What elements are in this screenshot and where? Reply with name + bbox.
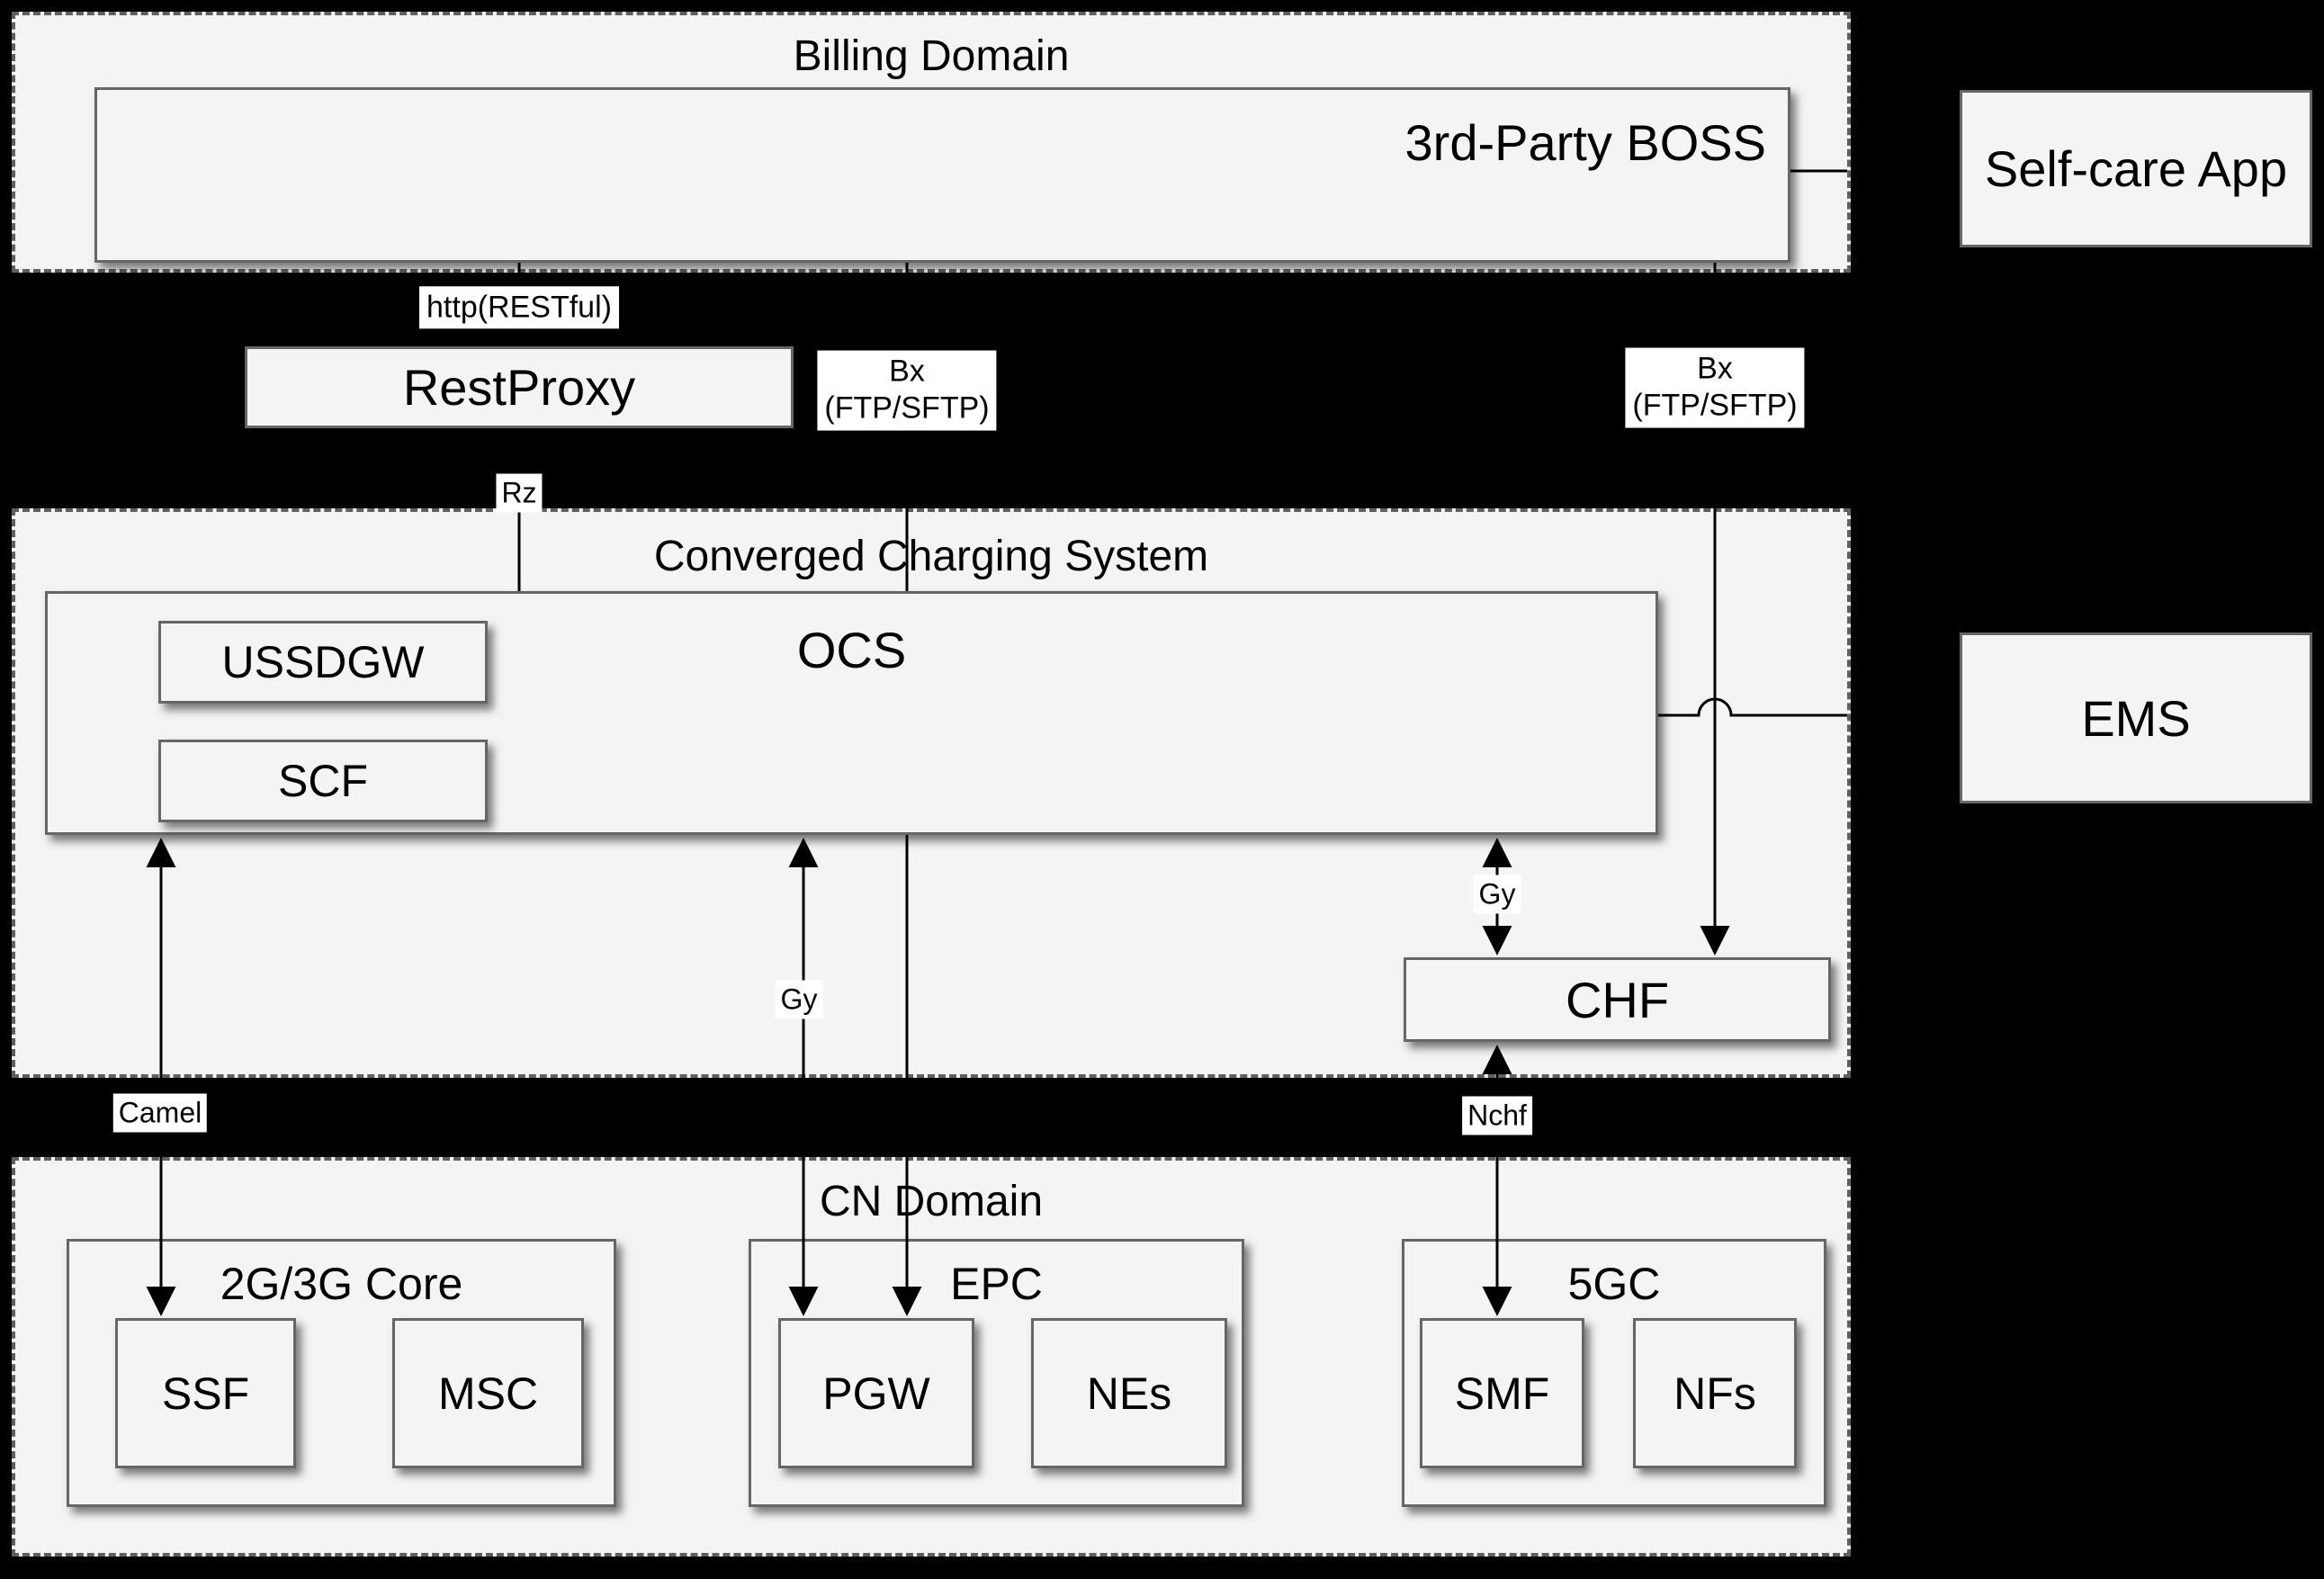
gy-mid-edge-label: Gy [775,980,823,1019]
billing-domain-title: Billing Domain [793,32,1070,80]
bx-left-line1: Bx [889,354,925,389]
rz-edge-label: Rz [496,473,543,513]
ems-label: EMS [2081,689,2191,747]
epc-group-title: EPC [950,1259,1043,1309]
ussdgw-label: USSDGW [221,637,425,687]
scf-label: SCF [278,756,368,806]
nchf-edge-label: Nchf [1462,1096,1532,1135]
restproxy-node: RestProxy [245,346,794,428]
http-restful-edge-label: http(RESTful) [419,286,619,329]
converged-charging-system-title: Converged Charging System [653,533,1209,580]
third-party-boss-node: 3rd-Party BOSS [94,87,1790,263]
bx-right-line1: Bx [1697,351,1733,386]
ssf-node: SSF [115,1318,296,1468]
camel-edge-label: Camel [112,1093,208,1133]
third-party-boss-label: 3rd-Party BOSS [1404,114,1766,171]
smf-label: SMF [1454,1368,1550,1419]
scf-node: SCF [158,740,488,822]
msc-label: MSC [437,1368,539,1419]
core-2g3g-group-title: 2G/3G Core [220,1259,463,1309]
pgw-node: PGW [778,1318,974,1468]
pgw-label: PGW [822,1368,930,1419]
bx-left-edge-label: Bx (FTP/SFTP) [817,350,997,431]
smf-node: SMF [1420,1318,1584,1468]
gy-right-edge-label: Gy [1473,875,1521,914]
nes-node: NEs [1031,1318,1227,1468]
self-care-app-label: Self-care App [1984,140,2288,197]
chf-label: CHF [1565,971,1670,1028]
chf-node: CHF [1404,957,1831,1042]
restproxy-label: RestProxy [402,359,636,416]
ussdgw-node: USSDGW [158,621,488,704]
bx-right-edge-label: Bx (FTP/SFTP) [1625,347,1805,428]
nfs-node: NFs [1633,1318,1797,1468]
self-care-app-node: Self-care App [1960,90,2312,247]
nfs-label: NFs [1673,1368,1756,1419]
cn-domain-title: CN Domain [819,1178,1044,1225]
bx-right-line2: (FTP/SFTP) [1632,389,1798,423]
ocs-label: OCS [796,622,907,678]
bx-left-line2: (FTP/SFTP) [824,391,990,426]
msc-node: MSC [392,1318,584,1468]
ems-node: EMS [1960,632,2312,803]
nes-label: NEs [1086,1368,1172,1419]
ssf-label: SSF [161,1368,250,1419]
fgc-group-title: 5GC [1567,1259,1661,1309]
